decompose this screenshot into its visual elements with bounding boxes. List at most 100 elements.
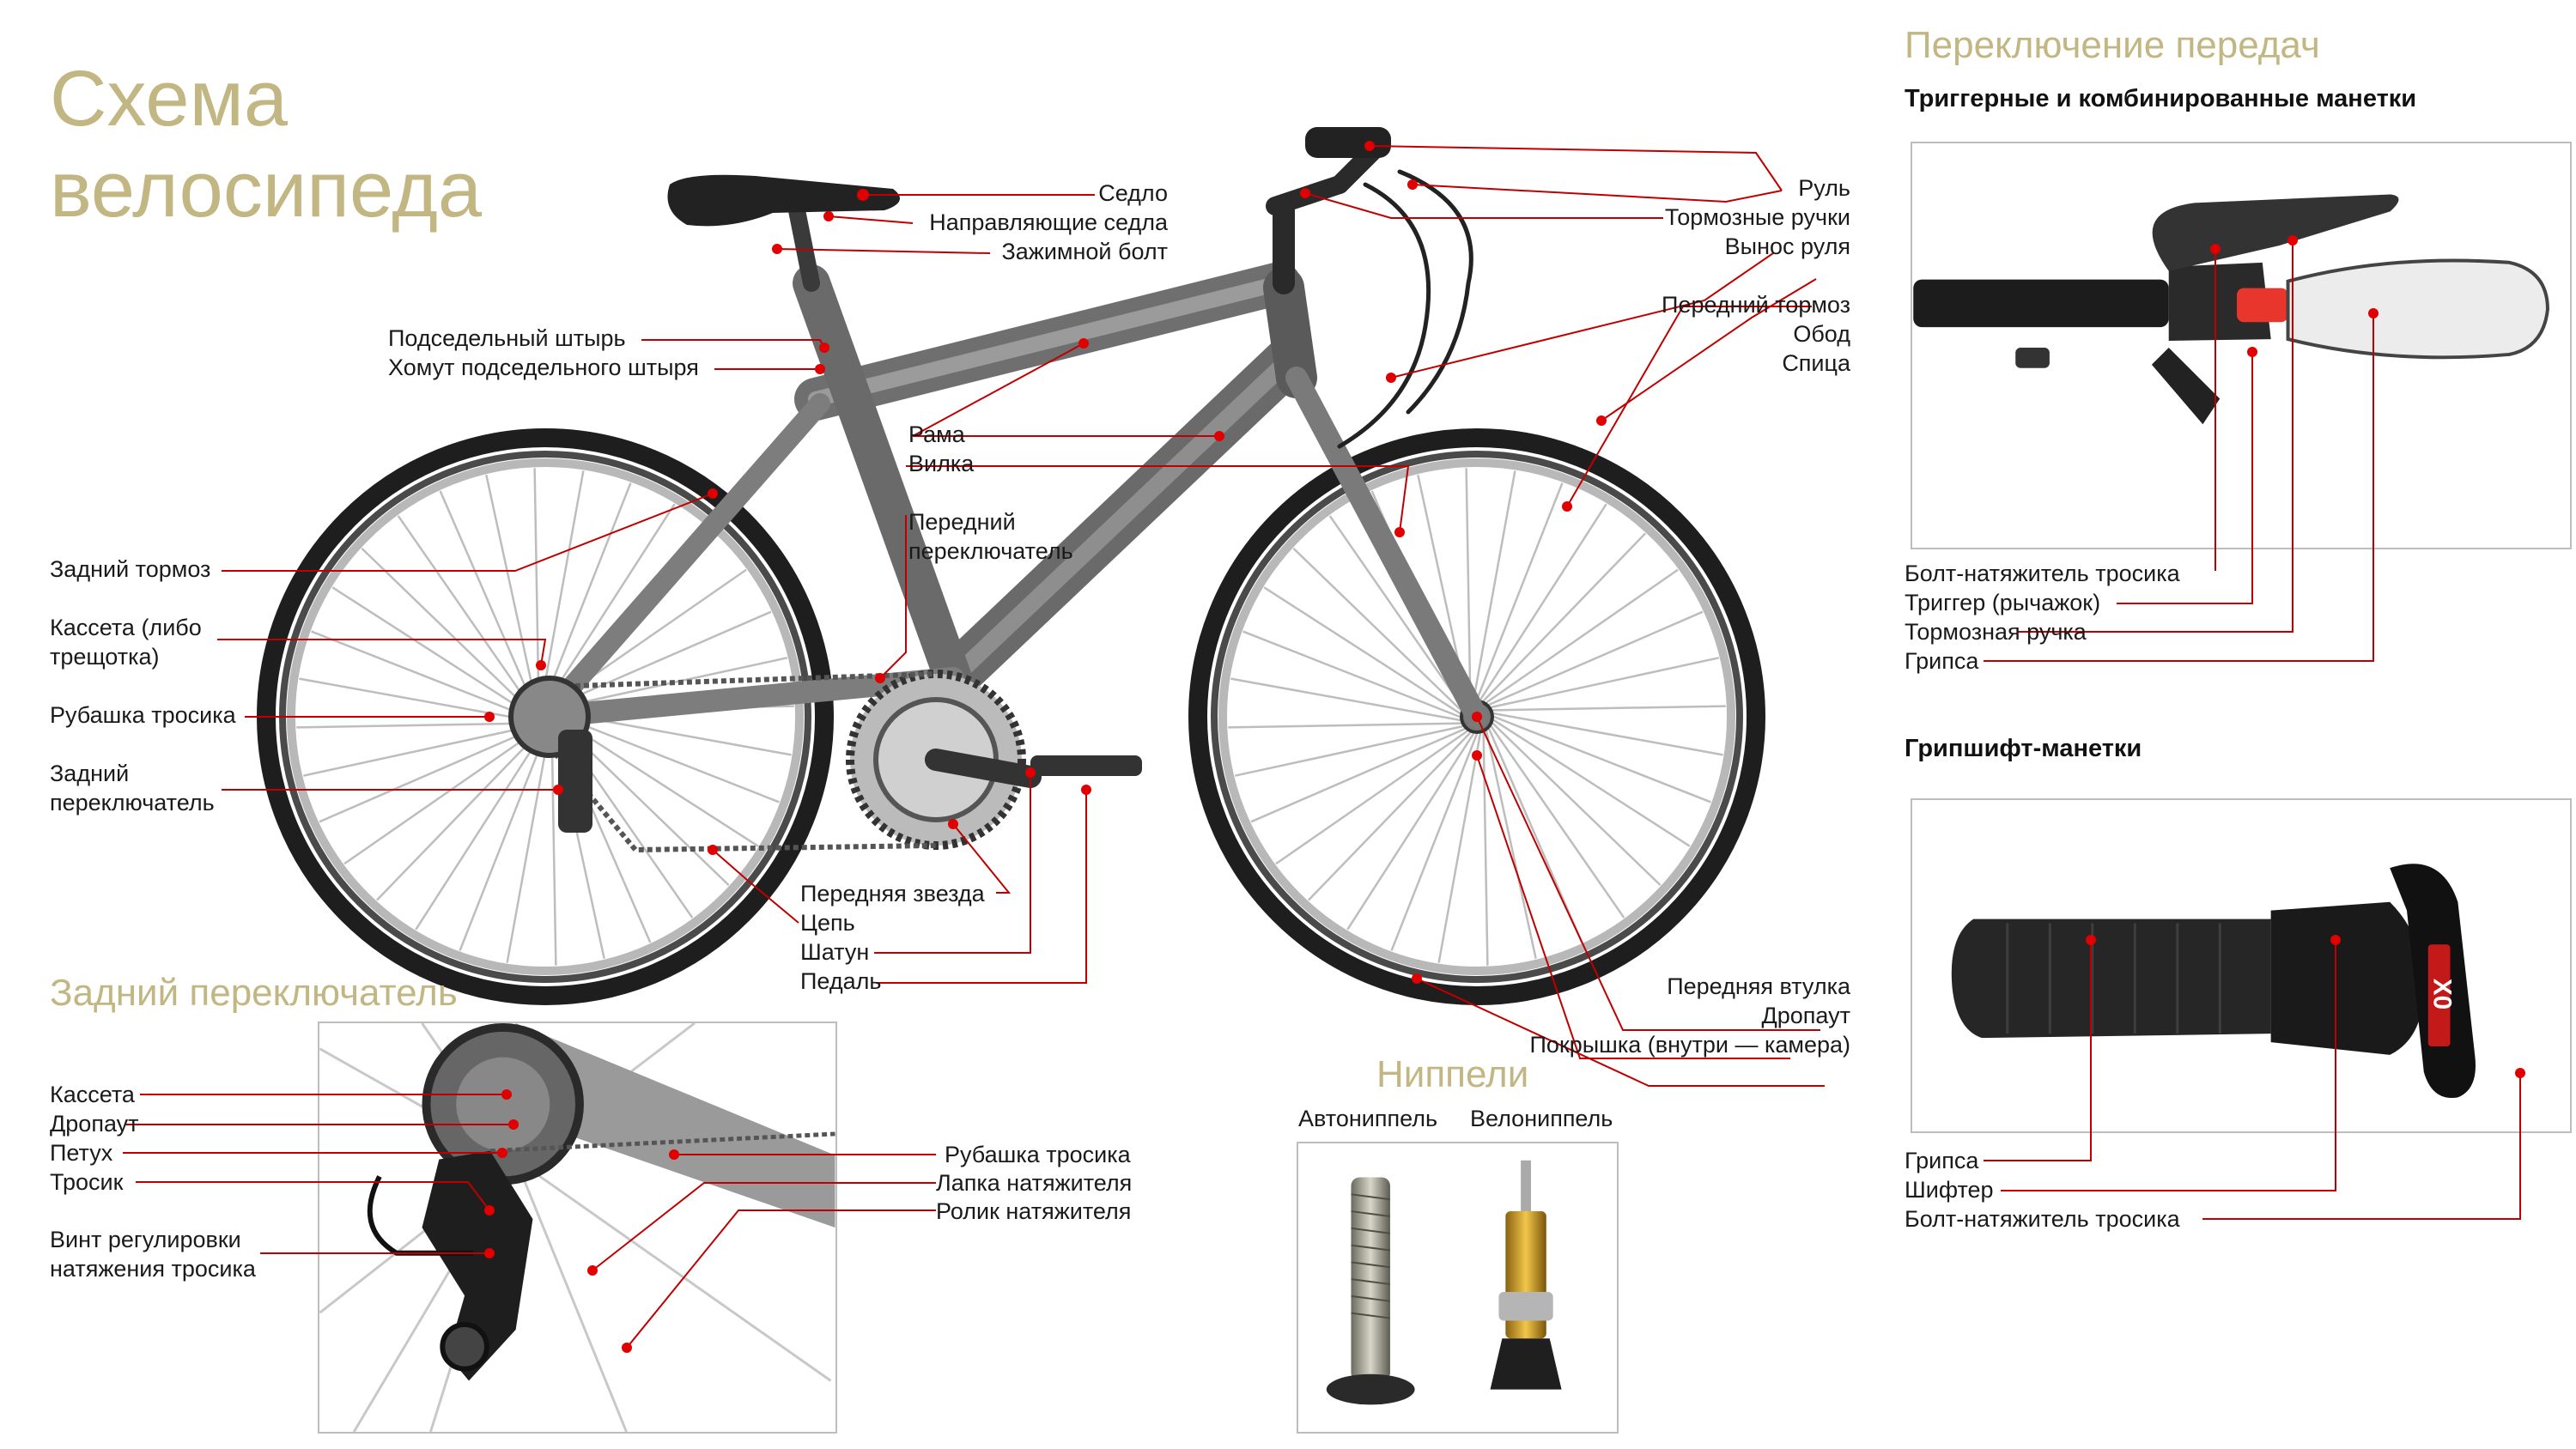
spoke (1485, 568, 1679, 704)
label-dropout: Дропаут (1761, 1003, 1850, 1028)
saddle (667, 174, 900, 227)
page-title-line-2: велосипеда (50, 146, 483, 233)
label-front-brake: Передний тормоз (1662, 292, 1850, 318)
trigger-shifter-photo (1911, 142, 2572, 549)
spoke (1234, 724, 1463, 777)
spoke (1472, 470, 1516, 700)
spoke (1263, 586, 1461, 715)
label-spoke: Спица (1782, 350, 1850, 376)
valve-label-auto: Автониппель (1298, 1106, 1438, 1131)
spoke (1346, 732, 1475, 931)
gripshift-heading: Грипшифт-манетки (1905, 735, 2142, 762)
spoke (1228, 722, 1461, 729)
spoke (343, 730, 537, 865)
spoke (302, 724, 532, 777)
spoke (1465, 468, 1472, 701)
spoke (485, 474, 538, 703)
rd-label-pulley: Ролик натяжителя (936, 1198, 1132, 1224)
gripshift-photo: X0 (1911, 798, 2572, 1133)
spoke (1390, 733, 1479, 951)
valve-label-presta: Велониппель (1470, 1106, 1613, 1131)
spoke (1292, 547, 1462, 712)
rd-label-cable: Тросик (50, 1169, 124, 1195)
spoke (1492, 722, 1662, 887)
trigger-label-brake-lever: Тормозная ручка (1905, 619, 2087, 645)
label-brake-levers: Тормозные ручки (1664, 204, 1850, 230)
spoke (561, 718, 759, 847)
trigger-shifter-illustration (1913, 194, 2549, 425)
label-rear-brake: Задний тормоз (50, 556, 211, 582)
frame (534, 189, 1488, 728)
rd-label-adjuster-1: Винт регулировки (50, 1227, 241, 1252)
spoke (1437, 733, 1482, 963)
spoke (361, 547, 531, 712)
spoke (1493, 712, 1723, 756)
page-title-line-1: Схема (50, 55, 288, 142)
label-fork: Вилка (908, 451, 975, 476)
label-cassette-2: трещотка) (50, 644, 160, 670)
rd-label-cable-housing: Рубашка тросика (945, 1142, 1131, 1167)
spoke (1482, 732, 1489, 966)
label-chain: Цепь (800, 910, 855, 936)
label-cassette-1: Кассета (либо (50, 615, 202, 640)
rd-label-hanger: Петух (50, 1140, 113, 1166)
spoke (1492, 705, 1726, 712)
label-cable-housing: Рубашка тросика (50, 702, 236, 728)
gripshift-label-shifter: Шифтер (1905, 1177, 1994, 1203)
spoke (550, 732, 557, 966)
spoke (415, 732, 544, 931)
page-title: Схема велосипеда (50, 53, 482, 235)
trigger-label-trigger: Триггер (рычажок) (1905, 590, 2101, 615)
spoke (1230, 677, 1461, 722)
label-seatpost-clamp: Хомут подседельного штыря (388, 355, 699, 380)
spoke (375, 731, 540, 901)
spoke (533, 468, 540, 701)
label-rear-derailleur-2: переключатель (50, 790, 215, 815)
label-crank: Шатун (800, 939, 870, 965)
label-frame: Рама (908, 421, 965, 447)
rear-derailleur-title: Задний переключатель (50, 972, 458, 1014)
trigger-label-grip: Грипса (1905, 648, 1979, 674)
spoke (1307, 731, 1472, 901)
label-front-derailleur-1: Передний (908, 509, 1016, 535)
spoke (459, 733, 547, 951)
label-stem: Вынос руля (1724, 233, 1850, 259)
valves-illustration (1326, 1160, 1562, 1405)
spoke (506, 733, 550, 963)
label-clamp-bolt: Зажимной болт (1001, 239, 1168, 264)
trigger-label-bolt: Болт-натяжитель тросика (1905, 561, 2180, 586)
label-tire: Покрышка (внутри — камера) (1529, 1032, 1850, 1058)
spoke (1488, 610, 1704, 706)
rd-label-adjuster-2: натяжения тросика (50, 1256, 256, 1282)
rear-derailleur-illustration (319, 1023, 835, 1432)
spoke (296, 722, 530, 729)
label-front-hub: Передняя втулка (1667, 973, 1850, 999)
spoke (1242, 630, 1461, 718)
gripshift-label-grip: Грипса (1905, 1148, 1979, 1173)
rd-label-cage: Лапка натяжителя (936, 1170, 1133, 1196)
label-saddle-rails: Направляющие седла (929, 209, 1168, 235)
trigger-shifters-heading: Триггерные и комбинированные манетки (1905, 85, 2417, 112)
valves-title: Ниппели (1376, 1053, 1529, 1095)
spoke (319, 727, 534, 823)
gripshift-brand: X0 (2428, 979, 2457, 1009)
shifters-title: Переключение передач (1905, 24, 2320, 66)
spoke (562, 715, 780, 803)
rear-wheel (257, 428, 834, 1005)
spoke (1275, 730, 1468, 865)
rd-label-cassette: Кассета (50, 1082, 135, 1107)
label-rim: Обод (1793, 321, 1850, 347)
spoke (1479, 503, 1607, 701)
gripshift-label-bolt: Болт-натяжитель тросика (1905, 1206, 2180, 1232)
spoke (299, 677, 529, 722)
label-saddle: Седло (1098, 180, 1168, 206)
rd-label-dropout: Дропаут (50, 1111, 139, 1137)
spoke (1482, 532, 1647, 702)
rear-derailleur-photo (318, 1022, 837, 1434)
label-rear-derailleur-1: Задний (50, 761, 130, 786)
label-handlebar: Руль (1798, 175, 1850, 201)
spoke (1328, 515, 1464, 708)
label-front-derailleur-2: переключатель (908, 538, 1073, 564)
valves-photo (1297, 1142, 1619, 1434)
label-chainring: Передняя звезда (800, 881, 985, 906)
